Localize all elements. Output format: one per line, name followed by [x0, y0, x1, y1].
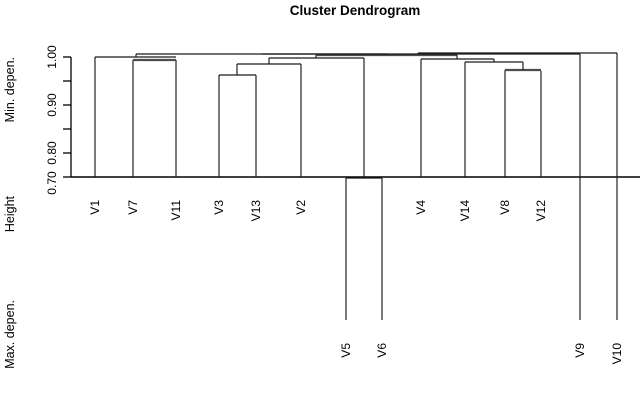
leaf-label-v1: V1: [88, 200, 102, 215]
axis-title-height: Height: [3, 195, 17, 232]
y-axis: 1.00 0.90 0.80 0.70: [45, 45, 72, 195]
axis-title-max-depen: Max. depen.: [3, 300, 17, 369]
leaf-label-v10: V10: [610, 343, 624, 365]
axis-title-min-depen: Min. depen.: [3, 57, 17, 122]
page-title: Cluster Dendrogram: [290, 3, 421, 18]
dendrogram-branches: [94, 52, 618, 320]
leaf-label-v11: V11: [169, 200, 183, 221]
y-tick-label-2: 0.80: [45, 141, 59, 165]
leaf-label-v4: V4: [414, 200, 428, 215]
leaf-label-v2: V2: [294, 200, 308, 215]
leaf-labels: V1 V7 V11 V3 V13 V2 V5 V6 V4 V14 V8 V12 …: [88, 200, 624, 365]
leaf-label-v9: V9: [573, 343, 587, 358]
leaf-label-v12: V12: [534, 200, 548, 222]
leaf-label-v8: V8: [498, 200, 512, 215]
leaf-label-v6: V6: [375, 343, 389, 358]
leaf-label-v3: V3: [212, 200, 226, 215]
y-tick-label-1: 0.90: [45, 93, 59, 117]
leaf-label-v13: V13: [249, 200, 263, 222]
leaf-label-v5: V5: [339, 343, 353, 358]
leaf-label-v14: V14: [458, 200, 472, 222]
leaf-label-v7: V7: [126, 200, 140, 215]
y-tick-label-0: 1.00: [45, 45, 59, 69]
y-tick-label-3: 0.70: [45, 171, 59, 195]
